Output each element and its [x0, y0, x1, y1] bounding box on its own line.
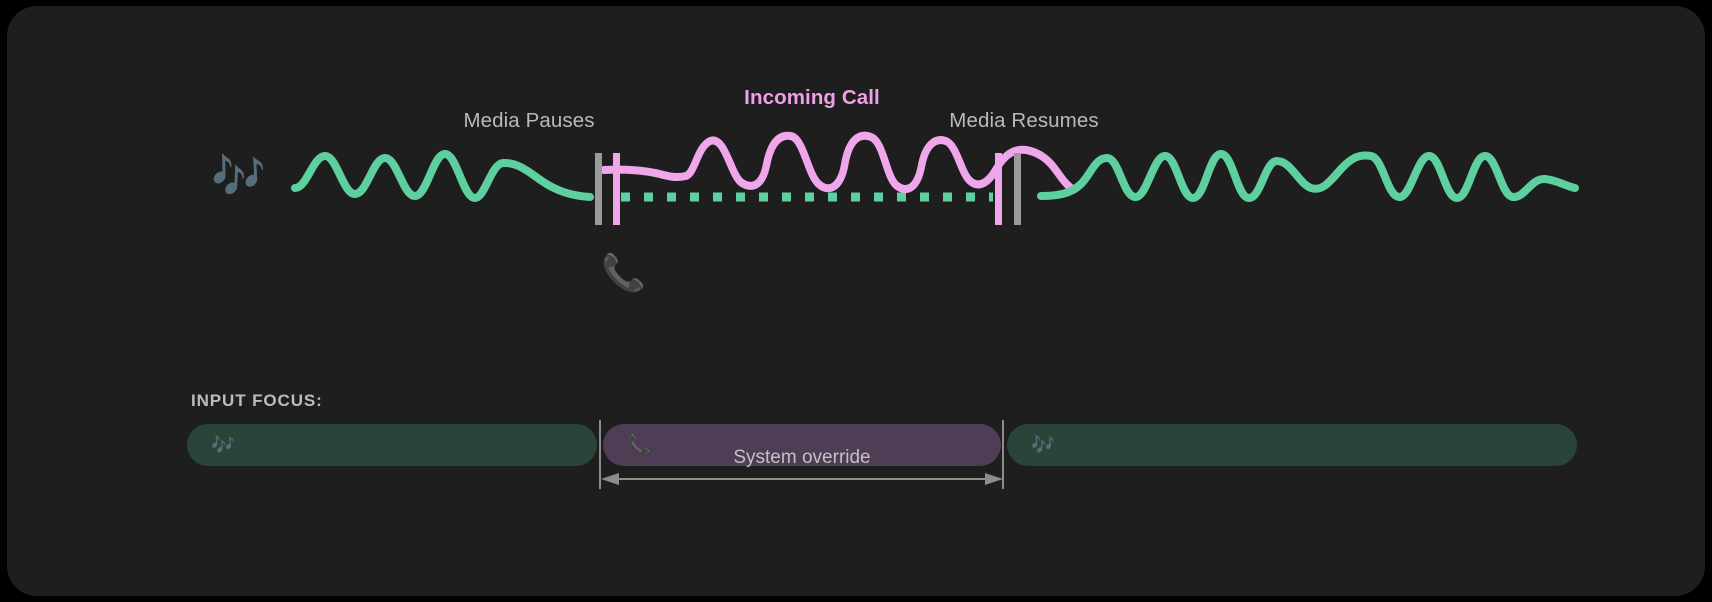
system-override-measure [599, 420, 1004, 489]
music-notes-icon: 🎶 [1031, 434, 1055, 456]
diagram-card: 🎶 📞 Media Pauses Incoming Call Media Res… [7, 6, 1705, 596]
label-media-resumes: Media Resumes [949, 109, 1099, 132]
focus-bar-media-after[interactable]: 🎶 [1007, 424, 1577, 466]
music-notes-icon: 🎶 [211, 152, 266, 201]
input-focus-title: INPUT FOCUS: [191, 391, 323, 410]
override-arrow-head-left [601, 473, 619, 485]
media-waveform-before [291, 150, 594, 202]
system-override-label: System override [733, 447, 871, 468]
telephone-receiver-icon: 📞 [601, 252, 646, 293]
pause-marker-gray [595, 153, 602, 225]
override-arrow-head-right [985, 473, 1003, 485]
label-incoming-call: Incoming Call [744, 86, 880, 109]
focus-bar-call[interactable]: 📞 [603, 424, 1001, 466]
music-notes-icon: 🎶 [211, 434, 235, 456]
resume-marker-pink [995, 153, 1002, 225]
label-media-pauses: Media Pauses [463, 109, 595, 132]
focus-bar-media-before[interactable]: 🎶 [187, 424, 597, 466]
telephone-receiver-icon: 📞 [627, 434, 651, 456]
waveform-graphic [291, 131, 1579, 225]
media-waveform-after [1037, 150, 1579, 202]
resume-marker-gray [1014, 153, 1021, 225]
audio-timeline: 🎶 📞 Media Pauses Incoming Call Media Res… [7, 6, 1705, 336]
pause-marker-pink [613, 153, 620, 225]
input-focus-section: INPUT FOCUS: 🎶 📞 🎶 System override [7, 336, 1705, 596]
